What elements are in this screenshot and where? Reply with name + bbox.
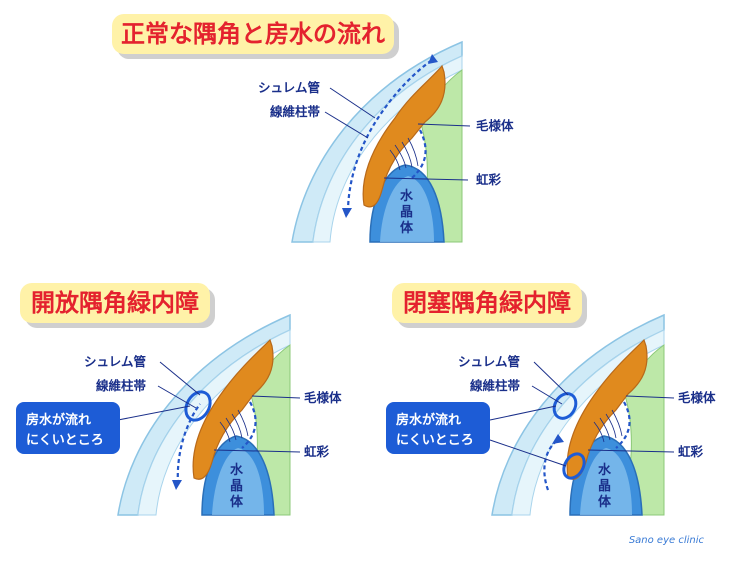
lens-label-2: 晶 <box>230 479 243 494</box>
callout-line-1: 房水が流れ <box>26 412 91 428</box>
label-iris: 虹彩 <box>678 444 704 459</box>
label-iris: 虹彩 <box>304 444 330 459</box>
label-ciliary: 毛様体 <box>476 118 514 133</box>
callout-line-1: 房水が流れ <box>396 412 461 428</box>
label-schlemm: シュレム管 <box>458 354 520 369</box>
cornea-inner <box>312 55 463 243</box>
iris <box>566 338 648 480</box>
label-trabecular: 線維柱帯 <box>270 104 321 119</box>
label-schlemm: シュレム管 <box>258 80 320 95</box>
iris <box>192 338 274 480</box>
lens-label-3: 体 <box>400 220 414 236</box>
lens-label-1: 水 <box>400 188 414 204</box>
title-normal-angle: 正常な隅角と房水の流れ <box>112 14 394 54</box>
iris <box>362 64 446 208</box>
lens-label-2: 晶 <box>400 205 413 220</box>
callout-box <box>386 402 490 454</box>
lens-label-3: 体 <box>598 494 612 510</box>
label-ciliary: 毛様体 <box>678 390 716 405</box>
callout-box <box>16 402 120 454</box>
label-ciliary: 毛様体 <box>304 390 342 405</box>
title-closed-angle: 閉塞隅角緑内障 <box>392 283 582 323</box>
lens-label-2: 晶 <box>598 479 611 494</box>
label-iris: 虹彩 <box>476 172 502 187</box>
credit-text: Sano eye clinic <box>628 535 704 546</box>
lens-label-1: 水 <box>230 462 244 478</box>
label-trabecular: 線維柱帯 <box>96 378 147 393</box>
title-open-angle: 開放隅角緑内障 <box>20 283 210 323</box>
blockage-marker-lower <box>562 452 586 480</box>
blockage-marker <box>184 390 212 422</box>
label-trabecular: 線維柱帯 <box>470 378 521 393</box>
lens-label-1: 水 <box>598 462 612 478</box>
callout-line-2: にくいところ <box>396 433 474 448</box>
callout-line-2: にくいところ <box>26 433 104 448</box>
label-schlemm: シュレム管 <box>84 354 146 369</box>
lens-label-3: 体 <box>230 494 244 510</box>
